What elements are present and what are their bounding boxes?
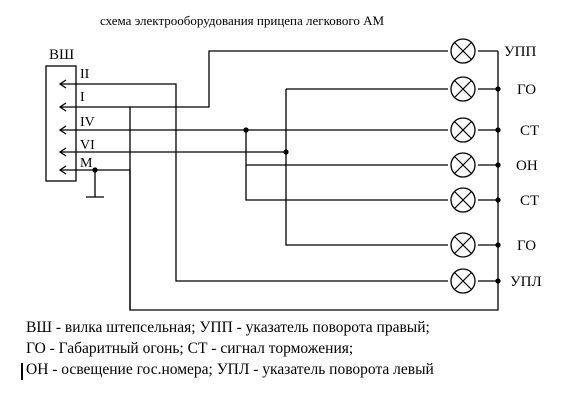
legend-line: ОН - освещение гос.номера; УПЛ - указате…	[26, 361, 434, 378]
lamp-upp-icon	[450, 38, 476, 64]
lamp-on-icon	[450, 152, 476, 178]
lamp-label-upl: УПЛ	[510, 274, 542, 290]
diagram-title: схема электрооборудования прицепа легков…	[100, 13, 384, 28]
lamp-label-upp: УПП	[504, 44, 536, 60]
lamp-label-go-top: ГО	[517, 82, 536, 98]
pin-label-m: M	[80, 156, 93, 171]
lamp-st-bottom-icon	[450, 187, 476, 213]
lamp-label-st-bottom: СТ	[520, 193, 539, 209]
pin-label-ii: II	[80, 67, 90, 82]
lamp-st-top-icon	[450, 117, 476, 143]
wires	[61, 50, 499, 311]
junction-dots	[92, 86, 501, 284]
lamp-label-go-bottom: ГО	[517, 238, 536, 254]
pin-label-iv: IV	[80, 115, 95, 130]
lamp-label-on: ОН	[516, 158, 538, 174]
lamp-go-top-icon	[450, 76, 476, 102]
legend-line: ВШ - вилка штепсельная; УПП - указатель …	[26, 319, 430, 336]
lamp-go-bottom-icon	[450, 232, 476, 258]
pin-label-i: I	[80, 90, 85, 105]
pin-label-vi: VI	[80, 138, 95, 153]
lamp-label-st-top: СТ	[520, 123, 539, 139]
lamp-upl-icon	[450, 268, 476, 294]
connector-label: ВШ	[49, 47, 74, 63]
text-cursor	[21, 363, 23, 380]
pin-arrows	[58, 79, 67, 175]
legend: ВШ - вилка штепсельная; УПП - указатель …	[26, 317, 434, 380]
legend-line: ГО - Габаритный огонь; СТ - сигнал тормо…	[26, 340, 354, 357]
